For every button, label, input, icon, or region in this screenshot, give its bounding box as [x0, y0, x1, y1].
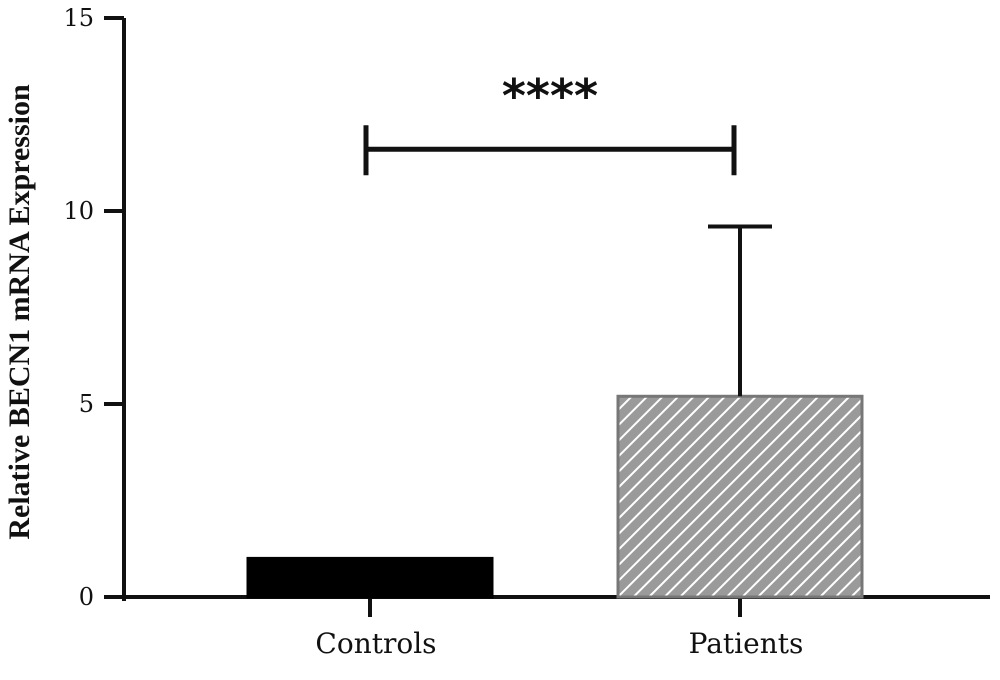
bar-patients — [616, 394, 864, 599]
y-axis-title: Relative BECN1 mRNA Expression — [3, 84, 36, 540]
y-tick-label: 15 — [63, 4, 94, 32]
y-tick-label: 5 — [79, 390, 94, 418]
significance-stars: **** — [502, 69, 598, 123]
y-tick-label: 10 — [63, 197, 94, 225]
bar-controls — [246, 556, 494, 599]
x-tick-label-patients: Patients — [689, 627, 804, 660]
x-tick-label-controls: Controls — [315, 627, 436, 660]
significance-annotation: **** — [363, 69, 737, 176]
y-tick-label: 0 — [79, 583, 94, 611]
bars — [246, 224, 864, 599]
